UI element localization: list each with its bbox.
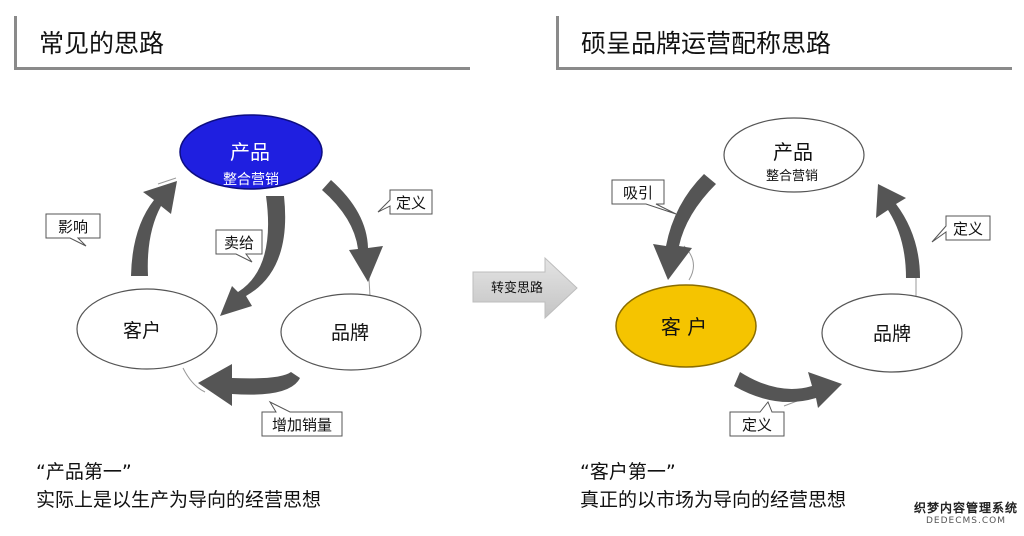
right-callout-define-bottom: 定义 xyxy=(729,401,785,437)
right-arrow-define-top xyxy=(876,184,920,278)
right-callout-attract: 吸引 xyxy=(611,179,677,215)
left-caption-quote: “产品第一” xyxy=(36,461,132,483)
right-caption: “客户第一” 真正的以市场为导向的经营思想 xyxy=(580,458,846,514)
right-product-sublabel: 整合营销 xyxy=(766,169,818,184)
left-callout-increase-text: 增加销量 xyxy=(272,416,332,434)
right-callout-define-bottom-text: 定义 xyxy=(742,416,772,434)
left-brand-label: 品牌 xyxy=(331,322,369,344)
left-callout-sell: 卖给 xyxy=(215,229,263,263)
right-caption-text: 真正的以市场为导向的经营思想 xyxy=(580,489,847,511)
right-brand-label: 品牌 xyxy=(873,323,911,345)
right-customer-label: 客 户 xyxy=(661,315,707,339)
left-arrow-define xyxy=(322,180,383,282)
left-connector-line xyxy=(157,177,177,185)
right-callout-attract-text: 吸引 xyxy=(623,184,653,202)
right-arrow-define-bottom xyxy=(734,372,842,408)
transition-arrow: 转变思路 xyxy=(472,256,578,320)
left-caption: “产品第一” 实际上是以生产为导向的经营思想 xyxy=(36,458,321,514)
right-callout-define-top-text: 定义 xyxy=(953,220,983,238)
left-header-title: 常见的思路 xyxy=(39,29,165,58)
watermark-line1: 织梦内容管理系统 xyxy=(913,501,1018,515)
left-product-node xyxy=(179,114,323,190)
right-cycle: 产品 整合营销 客 户 品牌 吸引 定义 定义 xyxy=(611,117,991,437)
right-product-node xyxy=(723,117,865,193)
right-callout-define-top: 定义 xyxy=(931,215,991,243)
left-brand-node xyxy=(280,293,422,371)
left-customer-label: 客户 xyxy=(123,320,161,342)
right-header: 硕呈品牌运营配称思路 xyxy=(556,16,1012,70)
right-arrow-attract xyxy=(653,174,716,280)
left-product-sublabel: 整合营销 xyxy=(223,172,279,188)
left-arrow-sell xyxy=(220,196,286,316)
right-header-title: 硕呈品牌运营配称思路 xyxy=(581,29,832,58)
right-product-label: 产品 xyxy=(773,140,813,164)
left-callout-increase: 增加销量 xyxy=(261,400,343,437)
left-callout-influence-text: 影响 xyxy=(58,218,88,236)
right-customer-node xyxy=(615,284,757,368)
left-customer-node xyxy=(76,288,218,370)
transition-label: 转变思路 xyxy=(491,280,543,296)
watermark: 织梦内容管理系统 DEDECMS.COM xyxy=(914,499,1018,526)
left-callout-influence: 影响 xyxy=(45,213,101,247)
left-header: 常见的思路 xyxy=(14,16,470,70)
right-brand-node xyxy=(821,293,963,373)
right-caption-quote: “客户第一” xyxy=(580,461,676,483)
left-caption-text: 实际上是以生产为导向的经营思想 xyxy=(36,489,322,511)
watermark-line2: DEDECMS.COM xyxy=(925,516,1006,526)
left-cycle: 产品 整合营销 客户 品牌 影响 卖给 定义 增加销量 xyxy=(45,114,433,437)
left-arrow-influence xyxy=(131,181,177,276)
left-connector-line xyxy=(182,367,206,393)
left-product-label: 产品 xyxy=(230,140,270,164)
left-callout-sell-text: 卖给 xyxy=(224,234,254,252)
left-arrow-increase xyxy=(198,364,300,406)
left-callout-define-text: 定义 xyxy=(396,194,426,212)
left-callout-define: 定义 xyxy=(377,189,433,215)
